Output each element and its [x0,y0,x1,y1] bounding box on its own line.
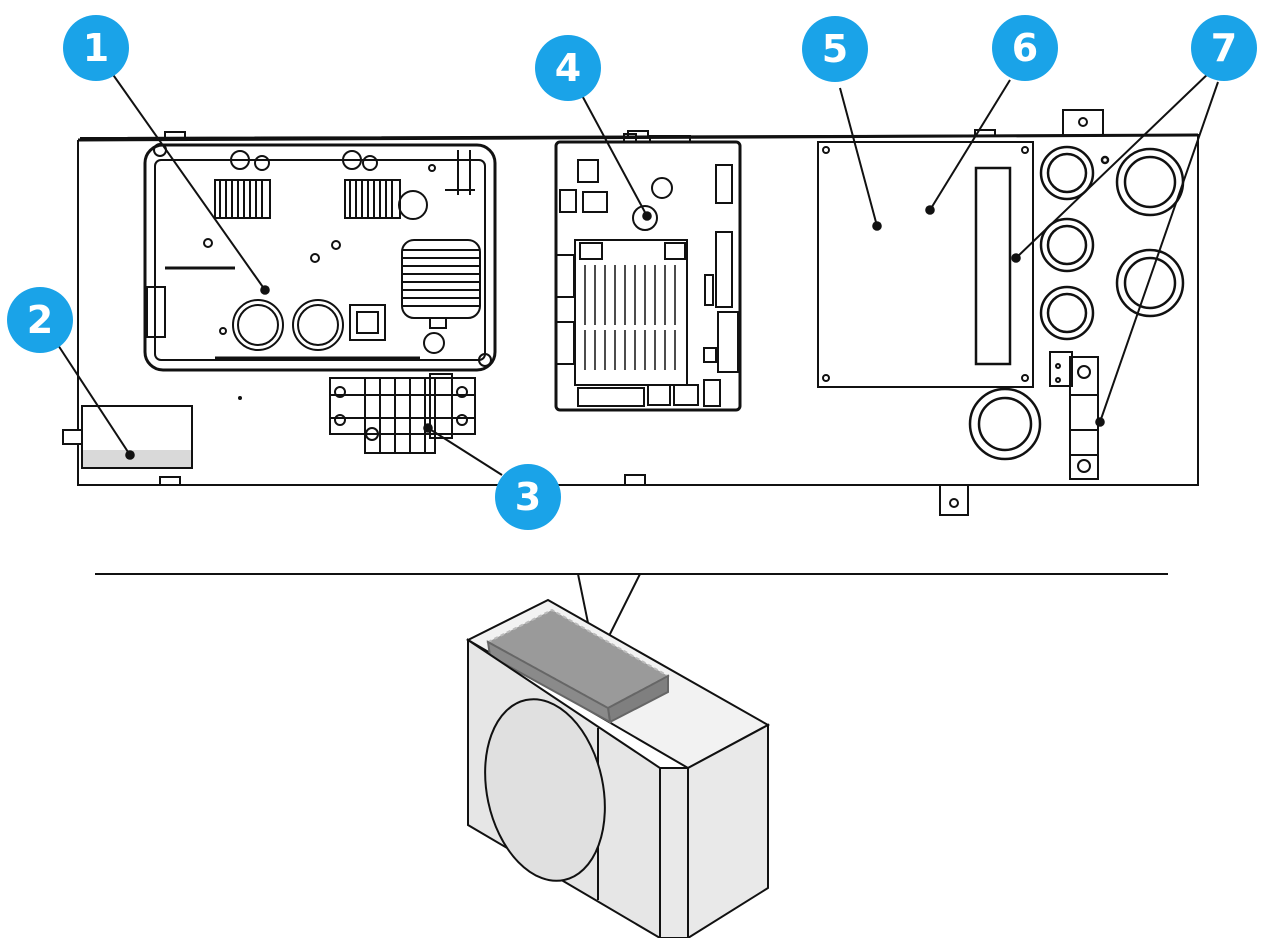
leader-line-4 [577,87,652,221]
cable-clamp [1049,351,1099,480]
callout-badge-5[interactable]: 5 [802,16,868,82]
callout-badge-4[interactable]: 4 [535,35,601,101]
leader-line-3 [423,423,503,476]
inverter-board [143,143,497,372]
callout-number-1: 1 [83,26,109,70]
leader-line-5 [839,87,882,231]
leader-line-7a [1011,69,1213,263]
leader-lines [57,51,1219,476]
leader-line-1 [96,51,270,295]
callout-badge-7[interactable]: 7 [1191,15,1257,81]
callout-number-5: 5 [822,27,848,71]
callout-badge-2[interactable]: 2 [7,287,73,353]
callout-number-3: 3 [515,475,541,519]
leader-line-2 [57,344,135,460]
cable-glands [968,145,1185,461]
leader-line-7b [1095,81,1219,427]
control-box-panel [77,109,1199,516]
callout-badge-6[interactable]: 6 [992,15,1058,81]
capacitor-cylinder [62,396,242,469]
callout-badge-3[interactable]: 3 [495,464,561,530]
leader-line-6 [925,79,1011,215]
callout-number-7: 7 [1211,26,1237,70]
sub-panel [817,141,1034,388]
callout-number-2: 2 [27,298,53,342]
callout-number-6: 6 [1012,26,1038,70]
callout-badge-1[interactable]: 1 [63,15,129,81]
main-control-board [554,133,742,412]
callout-number-4: 4 [555,46,581,90]
outdoor-unit-overview [95,573,1168,938]
terminal-block [329,373,476,454]
